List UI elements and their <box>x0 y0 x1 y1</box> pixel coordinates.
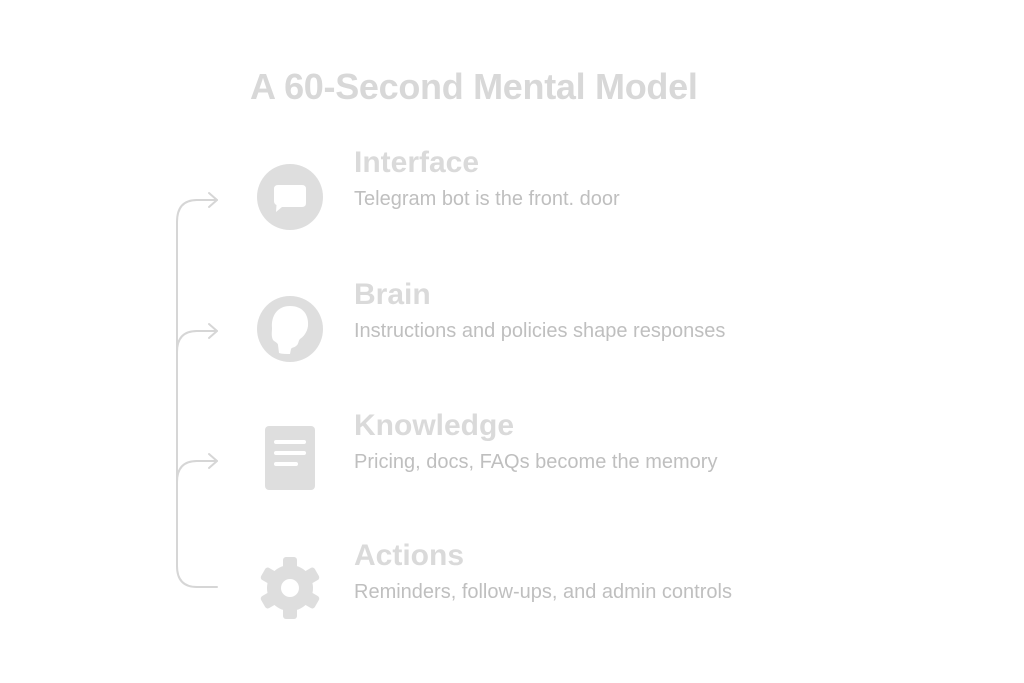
list-item-actions: Actions Reminders, follow-ups, and admin… <box>250 539 850 636</box>
item-heading: Actions <box>354 539 465 572</box>
arrow-head-icon <box>208 323 218 339</box>
item-subtitle: Telegram bot is the front. door <box>354 188 620 210</box>
item-subtitle: Reminders, follow-ups, and admin control… <box>354 581 732 603</box>
item-subtitle: Instructions and policies shape response… <box>354 320 726 342</box>
branch-connector <box>176 460 218 483</box>
bracket-line <box>176 199 218 588</box>
gear-icon <box>260 557 320 619</box>
list-item-knowledge: Knowledge Pricing, docs, FAQs become the… <box>250 409 850 506</box>
page-title: A 60-Second Mental Model <box>250 66 698 107</box>
list-item-brain: Brain Instructions and policies shape re… <box>250 278 850 375</box>
head-profile-icon <box>257 296 323 362</box>
item-heading: Knowledge <box>354 409 515 442</box>
arrow-head-icon <box>208 453 218 469</box>
item-heading: Brain <box>354 278 431 311</box>
branch-connector <box>176 330 218 353</box>
item-heading: Interface <box>354 146 480 179</box>
item-subtitle: Pricing, docs, FAQs become the memory <box>354 451 718 473</box>
chat-bubble-icon <box>257 164 323 230</box>
arrow-head-icon <box>208 192 218 208</box>
list-item-interface: Interface Telegram bot is the front. doo… <box>250 146 850 243</box>
document-icon <box>265 426 315 490</box>
